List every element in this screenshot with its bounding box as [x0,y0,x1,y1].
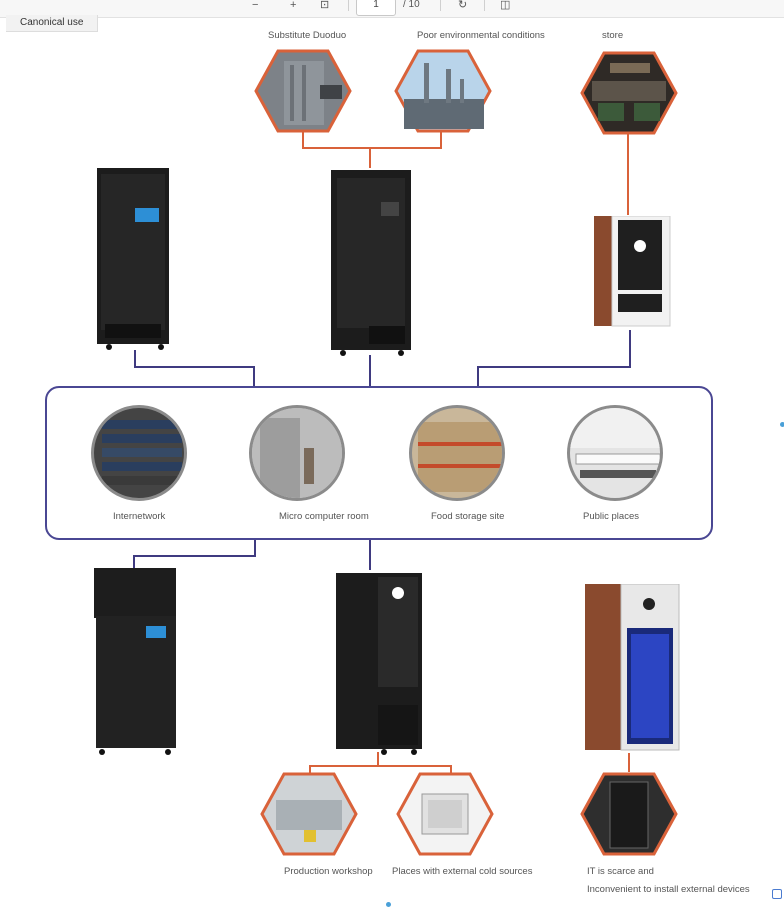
label-poor-env: Poor environmental conditions [417,30,545,41]
toolbar-divider [348,0,349,11]
page-number-input[interactable]: 1 [356,0,396,16]
zoom-out-icon[interactable]: − [252,0,259,11]
tab-label: Canonical use [20,17,84,28]
page-total: / 10 [403,0,420,10]
label-it-scarce: IT is scarce and [587,866,654,877]
label-internetwork: Internetwork [113,511,166,522]
label-food-storage: Food storage site [431,511,505,522]
circle-image-public-places [567,405,663,501]
fit-page-icon[interactable]: ⊡ [320,0,330,11]
label-micro-room: Micro computer room [279,511,369,522]
label-production: Production workshop [284,866,373,877]
hex-image-factory [394,49,492,133]
label-external-cold: Places with external cold sources [392,866,533,877]
label-substitute: Substitute Duoduo [268,30,347,41]
circle-image-micro-room [249,405,345,501]
hex-image-store [580,51,678,135]
label-public-places: Public places [583,511,639,522]
resize-icon[interactable] [772,889,782,899]
section-tab[interactable]: Canonical use [6,15,99,32]
cabinet-upper-center [331,170,411,356]
cabinet-lower-right [585,584,680,751]
page-current: 1 [373,0,379,10]
toolbar-divider [484,0,485,11]
toolbar-divider [440,0,441,11]
pdf-toolbar: − + ⊡ 1 / 10 ↻ ◫ [0,0,784,18]
hex-image-production [260,772,358,856]
cabinet-lower-center [336,573,422,755]
hex-image-it-room [580,772,678,856]
zoom-in-icon[interactable]: + [290,0,297,11]
circle-image-internetwork [91,405,187,501]
cabinet-upper-left [97,168,169,350]
cabinet-lower-left [94,568,176,755]
circle-image-food-storage [409,405,505,501]
cabinet-upper-right [594,216,671,327]
hex-image-substitute [254,49,352,133]
two-page-icon[interactable]: ◫ [500,0,511,11]
hex-image-external-cold [396,772,494,856]
side-marker [780,422,784,427]
label-inconvenient: Inconvenient to install external devices [587,884,750,895]
label-store: store [602,30,624,41]
rotate-icon[interactable]: ↻ [458,0,468,11]
